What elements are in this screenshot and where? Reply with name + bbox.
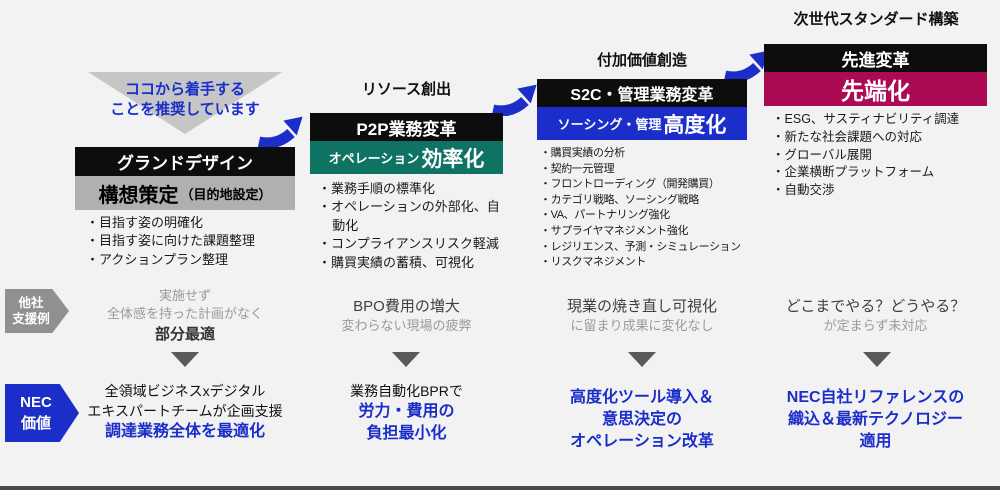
curved-arrow-icon (257, 116, 303, 148)
nec-line: 意思決定の (601, 411, 682, 428)
others-label-line2: 支援例 (12, 312, 50, 326)
stage4-bullets: ESG、サスティナビリティ調達 新たな社会課題への対応 グローバル展開 企業横断… (772, 111, 987, 200)
nec-line: 業務自動化BPRで (350, 383, 463, 399)
bullet-item: 目指す姿の明確化 (86, 214, 292, 232)
stage3-bullets: 購買実績の分析 契約一元管理 フロントローディング（開発購買） カテゴリ戦略、ソ… (540, 146, 748, 271)
recommendation-note: ココから着手する ことを推奨しています (75, 80, 295, 120)
others-line: 部分最適 (154, 326, 215, 343)
recommendation-note-line1: ココから着手する (124, 81, 245, 98)
nec-line: オペレーション改革 (570, 433, 714, 450)
bullet-item: サプライヤマネジメント強化 (540, 224, 748, 240)
nec-line: 労力・費用の (358, 403, 455, 420)
bullet-item: 購買実績の分析 (540, 146, 748, 162)
stage1-nec-value: 全領域ビジネスxデジタル エキスパートチームが企画支援 調達業務全体を最適化 (68, 381, 302, 443)
bullet-item: オペレーションの外部化、自動化 (318, 198, 503, 235)
stage4-subtitle-main: 先端化 (841, 78, 910, 104)
bullet-item: 自動交渉 (772, 182, 987, 200)
others-line: 実施せず (158, 288, 211, 303)
others-line: どこまでやる？どうやる？ (785, 298, 966, 315)
others-line: 現業の焼き直し可視化 (566, 298, 717, 315)
nec-label-line2: 価値 (20, 415, 51, 432)
curved-arrow-icon (723, 50, 769, 82)
stage2-others-example: BPO費用の増大 変わらない現場の疲弊 (310, 297, 503, 335)
nec-line: 織込＆最新テクノロジー (787, 411, 964, 428)
nec-value-label: NEC 価値 (5, 384, 79, 442)
bullet-item: カテゴリ戦略、ソーシング戦略 (540, 193, 748, 209)
nec-line: エキスパートチームが企画支援 (87, 403, 283, 419)
stage4-subtitle-bar: 先端化 (764, 72, 987, 106)
down-arrow-icon (863, 352, 891, 367)
stage1-subtitle-bar: 構想策定（目的地設定） (75, 176, 295, 210)
stage2-nec-value: 業務自動化BPRで 労力・費用の 負担最小化 (310, 381, 503, 445)
others-line: BPO費用の増大 (353, 298, 460, 315)
bottom-border (0, 486, 1000, 490)
stage3-subtitle-prefix: ソーシング・管理 (557, 117, 662, 132)
nec-line: 全領域ビジネスxデジタル (104, 383, 266, 399)
stage-label-next-gen-standard: 次世代スタンダード構築 (793, 11, 959, 28)
bullet-item: 企業横断プラットフォーム (772, 164, 987, 182)
curved-arrow-icon (491, 84, 537, 116)
stage-label-added-value: 付加価値創造 (596, 52, 687, 69)
stage3-subtitle-bar: ソーシング・管理高度化 (537, 107, 747, 140)
nec-line: 高度化ツール導入＆ (569, 389, 714, 406)
others-label-line1: 他社 (18, 295, 44, 310)
stage4-nec-value: NEC自社リファレンスの 織込＆最新テクノロジー 適用 (764, 387, 987, 453)
bullet-item: VA、パートナリング強化 (540, 208, 748, 224)
bullet-item: 購買実績の蓄積、可視化 (318, 254, 503, 272)
down-arrow-icon (628, 352, 656, 367)
others-line: 全体感を持った計画がなく (106, 306, 263, 321)
bullet-item: アクションプラン整理 (86, 251, 292, 269)
bullet-item: レジリエンス、予測・シミュレーション (540, 240, 748, 256)
others-line: に留まり成果に変化なし (570, 318, 714, 333)
bullet-item: 業務手順の標準化 (318, 180, 503, 198)
stage4-others-example: どこまでやる？どうやる？ が定まらず未対応 (764, 297, 987, 335)
others-line: 変わらない現場の疲弊 (341, 318, 472, 333)
stage3-subtitle-main: 高度化 (663, 113, 727, 137)
stage3-others-example: 現業の焼き直し可視化 に留まり成果に変化なし (537, 297, 747, 335)
recommendation-note-line2: ことを推奨しています (110, 101, 260, 118)
stage1-subtitle-note: （目的地設定） (180, 186, 272, 202)
bullet-item: ESG、サスティナビリティ調達 (772, 111, 987, 129)
stage3-nec-value: 高度化ツール導入＆ 意思決定の オペレーション改革 (537, 387, 747, 453)
others-support-example-label: 他社 支援例 (5, 289, 69, 333)
stage4-header: 先進変革 (764, 44, 987, 72)
bullet-item: フロントローディング（開発購買） (540, 177, 748, 193)
stage2-bullets: 業務手順の標準化 オペレーションの外部化、自動化 コンプライアンスリスク軽減 購… (318, 180, 503, 272)
nec-line: 適用 (859, 433, 892, 450)
others-line: が定まらず未対応 (823, 318, 928, 333)
nec-line: NEC自社リファレンスの (786, 389, 965, 406)
stage1-bullets: 目指す姿の明確化 目指す姿に向けた課題整理 アクションプラン整理 (86, 214, 292, 269)
bullet-item: グローバル展開 (772, 147, 987, 165)
nec-label-line1: NEC (20, 394, 52, 411)
stage2-header: P2P業務変革 (310, 113, 503, 141)
stage1-header: グランドデザイン (75, 147, 295, 176)
stage2-subtitle-main: 効率化 (421, 147, 485, 171)
bullet-item: 目指す姿に向けた課題整理 (86, 232, 292, 250)
bullet-item: リスクマネジメント (540, 255, 748, 271)
bullet-item: コンプライアンスリスク軽減 (318, 235, 503, 253)
stage2-subtitle-bar: オペレーション効率化 (310, 141, 503, 174)
stage1-subtitle-main: 構想策定 (98, 184, 179, 207)
stage-label-resource-creation: リソース創出 (361, 81, 452, 98)
recommendation-triangle-icon (88, 72, 282, 134)
down-arrow-icon (171, 352, 199, 367)
bullet-item: 新たな社会課題への対応 (772, 129, 987, 147)
stage2-subtitle-prefix: オペレーション (328, 151, 420, 166)
stage1-others-example: 実施せず 全体感を持った計画がなく 部分最適 (75, 287, 295, 345)
stage3-header: S2C・管理業務変革 (537, 79, 747, 107)
nec-line: 調達業務全体を最適化 (104, 423, 265, 440)
bullet-item: 契約一元管理 (540, 162, 748, 178)
down-arrow-icon (392, 352, 420, 367)
nec-line: 負担最小化 (366, 425, 447, 442)
